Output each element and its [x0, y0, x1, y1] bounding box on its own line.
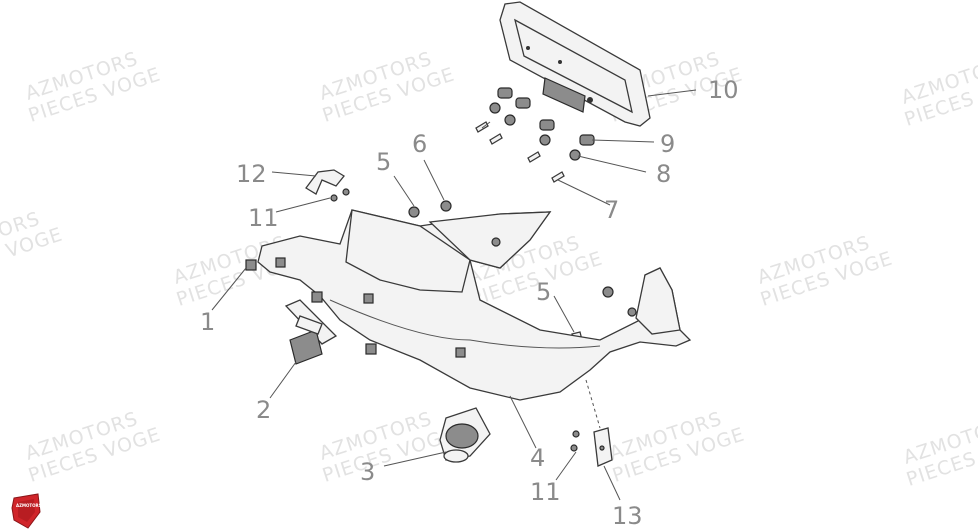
watermark-layer: AZMOTORS PIECES VOGE AZMOTORS PIECES VOG… [0, 48, 978, 491]
part-3-socket [439, 407, 491, 463]
callout-9: 9 [660, 130, 675, 158]
callout-11-lower: 11 [530, 478, 561, 506]
callout-2: 2 [256, 396, 271, 424]
part-12-bracket [305, 169, 345, 195]
part-1-clips [245, 259, 377, 355]
part-5-fastener-upper [408, 206, 420, 218]
part-9-grommets [497, 87, 595, 146]
callout-12: 12 [236, 160, 267, 188]
part-7-bolts [475, 121, 565, 183]
part-6-fastener [440, 200, 452, 212]
callout-numbers: 1 2 3 4 5 5 6 7 8 9 10 11 11 12 13 [200, 76, 739, 530]
part-2-switch [284, 299, 338, 365]
part-11-screws-upper [330, 188, 350, 202]
leader-lines [211, 89, 697, 501]
part-13-bracket [593, 427, 613, 467]
part-11-screws-lower [570, 430, 580, 452]
part-5-fastener-right [602, 286, 614, 298]
brand-logo: AZMOTORS [11, 493, 42, 529]
callout-4: 4 [530, 444, 545, 472]
part-8-nuts [489, 102, 581, 161]
callout-5-lower: 5 [536, 278, 551, 306]
logo-text: AZMOTORS [16, 503, 42, 508]
part-10-dashboard-plate [499, 1, 651, 127]
callout-3: 3 [360, 458, 375, 486]
callout-1: 1 [200, 308, 215, 336]
callout-5-upper: 5 [376, 148, 391, 176]
part-4-front-cowl [257, 209, 692, 401]
callout-8: 8 [656, 160, 671, 188]
callout-6: 6 [412, 130, 427, 158]
callout-13: 13 [612, 502, 643, 530]
callout-11-upper: 11 [248, 204, 279, 232]
callout-7: 7 [604, 196, 619, 224]
callout-10: 10 [708, 76, 739, 104]
